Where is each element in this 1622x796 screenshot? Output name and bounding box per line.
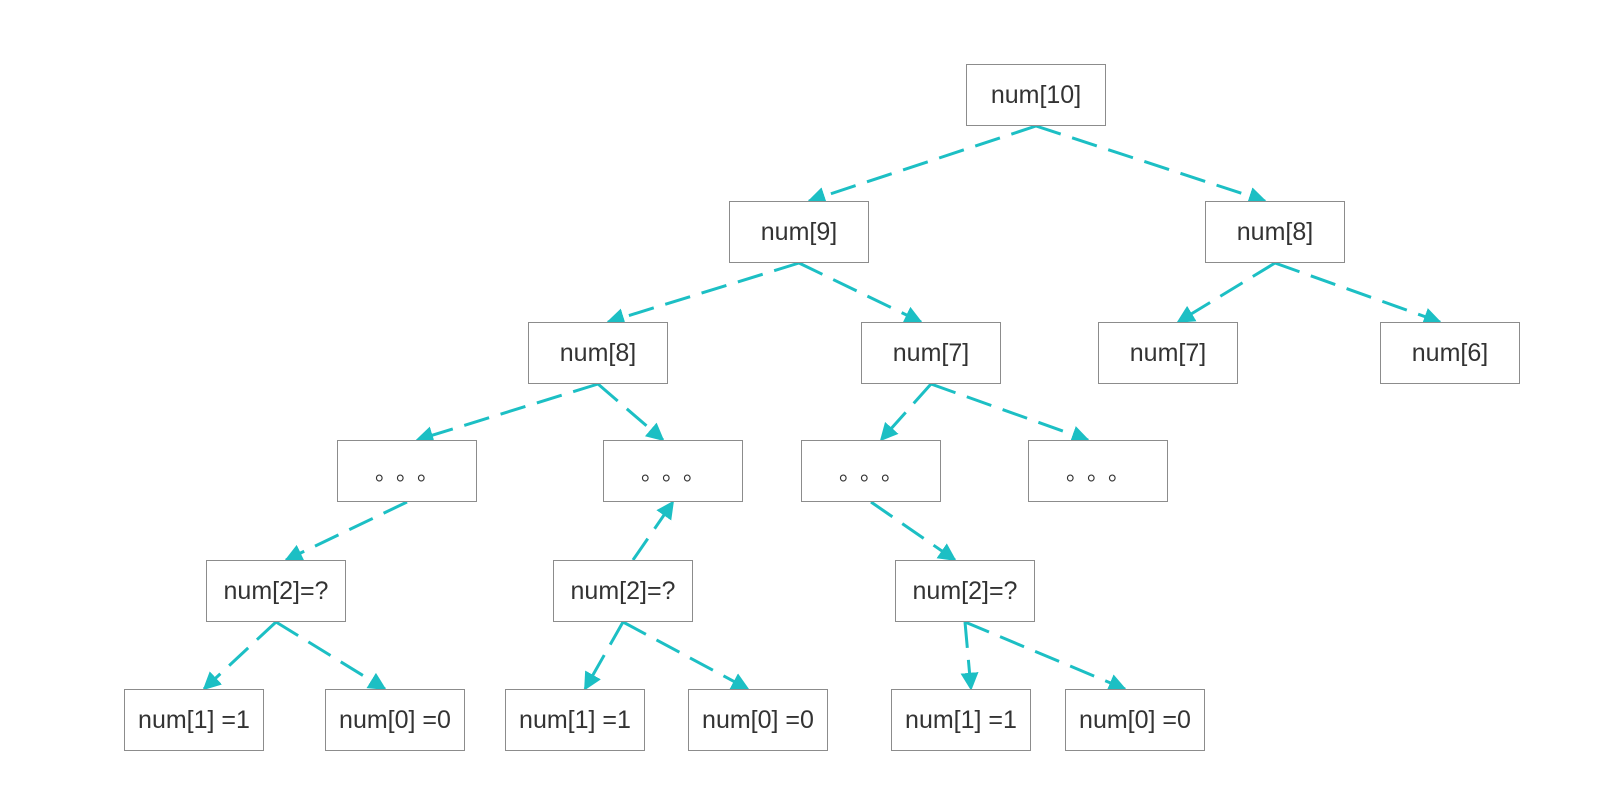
node-num2-unknown-2: num[2]=?	[553, 560, 693, 622]
node-num7-middle: num[7]	[861, 322, 1001, 384]
edge-n7a-e3	[879, 383, 933, 442]
edge-n8a-e1	[415, 382, 599, 444]
node-ellipsis-4: 。。。	[1028, 440, 1168, 502]
edge-q2-l1b	[583, 621, 625, 691]
node-ellipsis-2: 。。。	[603, 440, 743, 502]
node-ellipsis-1: 。。。	[337, 440, 477, 502]
edge-q1-l1a	[202, 620, 278, 691]
leaf-num1-1: num[1] =1	[124, 689, 264, 751]
leaf-num1-2: num[1] =1	[505, 689, 645, 751]
node-num10: num[10]	[966, 64, 1106, 126]
edge-n8a-e2	[597, 382, 665, 442]
edge-n8b-n6	[1274, 261, 1442, 326]
leaf-num1-3: num[1] =1	[891, 689, 1031, 751]
node-num2-unknown-3: num[2]=?	[895, 560, 1035, 622]
node-ellipsis-3: 。。。	[801, 440, 941, 502]
edge-n10-n9	[807, 124, 1037, 205]
edge-n10-n8b	[1035, 124, 1267, 205]
edge-q3-l1c	[960, 621, 979, 691]
node-num8-right: num[8]	[1205, 201, 1345, 263]
edge-e1-q1	[284, 500, 408, 562]
edge-n8b-n7b	[1176, 261, 1276, 324]
node-num9: num[9]	[729, 201, 869, 263]
edge-n9-n7a	[798, 261, 923, 324]
node-num2-unknown-1: num[2]=?	[206, 560, 346, 622]
edge-q2-l0b	[622, 620, 750, 691]
leaf-num0-2: num[0] =0	[688, 689, 828, 751]
edge-q3-l0c	[964, 620, 1127, 692]
leaf-num0-1: num[0] =0	[325, 689, 465, 751]
node-num8-left: num[8]	[528, 322, 668, 384]
node-num6: num[6]	[1380, 322, 1520, 384]
edge-n9-n8a	[606, 261, 800, 326]
edge-q1-l0a	[275, 620, 387, 691]
leaf-num0-3: num[0] =0	[1065, 689, 1205, 751]
edge-e2-q2	[631, 500, 675, 561]
edge-e3-q3	[870, 500, 957, 562]
node-num7-right: num[7]	[1098, 322, 1238, 384]
edge-n7a-e4	[930, 382, 1090, 444]
